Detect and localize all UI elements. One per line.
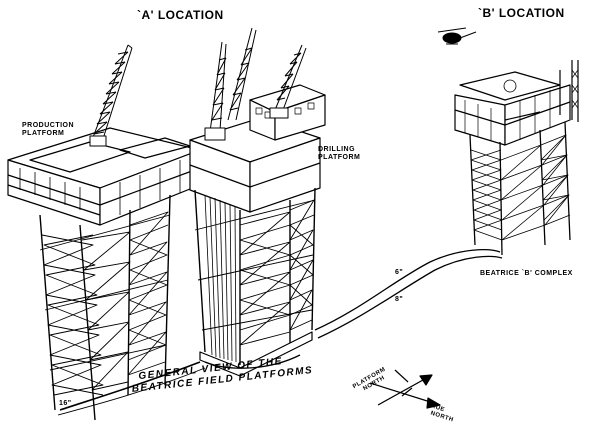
- drilling-label-line1: DRILLING: [318, 146, 356, 153]
- pipeline-16-label: 16": [59, 400, 72, 407]
- drilling-platform: [189, 27, 326, 377]
- production-platform: [7, 44, 201, 421]
- pipeline-8-label: 8": [395, 296, 404, 303]
- pipeline-6-label: 6": [395, 269, 404, 276]
- production-label-line1: PRODUCTION: [22, 122, 75, 129]
- production-label-line2: PLATFORM: [22, 130, 65, 137]
- production-platform-label: PRODUCTION PLATFORM: [22, 122, 74, 138]
- b-complex-label: BEATRICE `B' COMPLEX: [480, 270, 573, 277]
- north-arrows: [369, 369, 441, 409]
- a-location-label: `A' LOCATION: [137, 8, 224, 22]
- drilling-platform-label: DRILLING PLATFORM: [318, 146, 360, 162]
- b-location-label: `B' LOCATION: [478, 6, 565, 20]
- drilling-label-line2: PLATFORM: [318, 154, 361, 161]
- pipelines: [57, 249, 503, 416]
- beatrice-b-complex: [454, 60, 579, 256]
- helicopter-icon: [437, 27, 477, 45]
